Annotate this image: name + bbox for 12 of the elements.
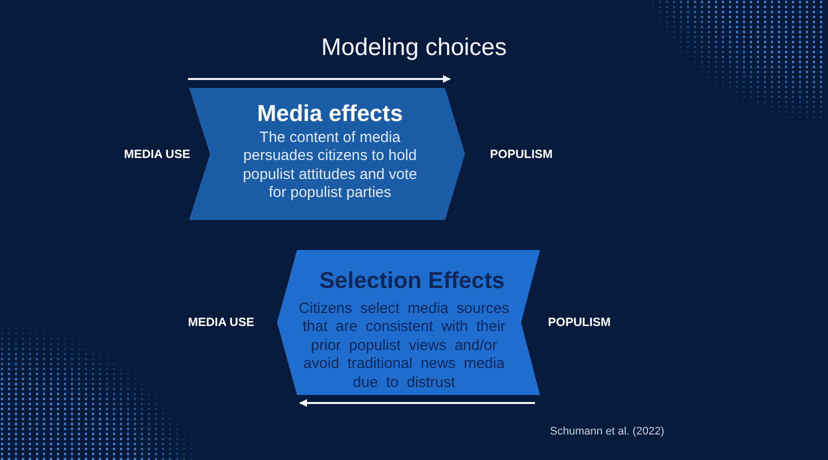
chevron-arrow-shape [189,88,465,220]
chevron-heading: Selection Effects [319,266,505,294]
slide-title: Modeling choices [321,33,507,63]
variable-label: MEDIA USE [124,146,190,162]
variable-label: POPULISM [490,146,553,162]
chevron-arrow-shape [277,250,540,395]
chevron-heading: Media effects [257,99,403,127]
variable-label: MEDIA USE [188,314,254,330]
citation-text: Schumann et al. (2022) [550,425,664,439]
chevron-description: Citizens select media sources that are consistent with their prior populist views and/or avoid traditional news media due to distrust [298,300,510,392]
chevron-description: The content of media persuades citizens to hold populist attitudes and vote for populist parties [242,129,418,203]
variable-label: POPULISM [548,314,611,330]
